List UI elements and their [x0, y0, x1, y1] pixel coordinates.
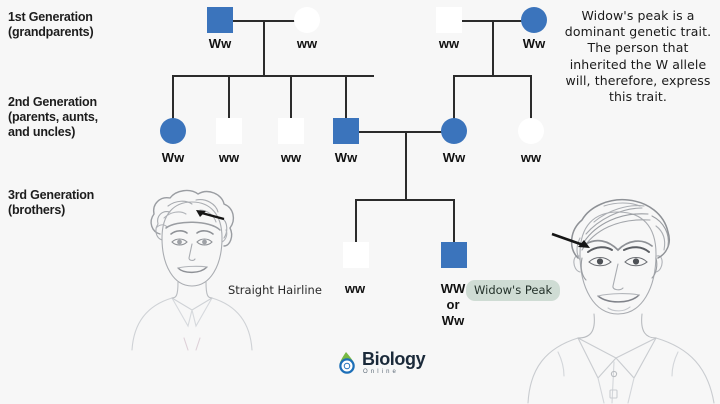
biology-online-logo: Biology Online — [336, 349, 426, 375]
straight-hairline-arrow — [196, 210, 225, 221]
sibling-stem-g3-p1 — [355, 199, 357, 243]
biology-online-logo-wordmark: Biology Online — [362, 349, 426, 375]
generation-1-label: 1st Generation (grandparents) — [8, 10, 94, 40]
sibling-stem-g2-p5 — [453, 75, 455, 119]
sibling-stem-g2-p3 — [290, 75, 292, 119]
pedigree-symbol-g1-p4[interactable] — [521, 7, 547, 33]
genotype-label-g2-p4: Ww — [334, 150, 358, 165]
generation-2-label: 2nd Generation (parents, aunts, and uncl… — [8, 95, 98, 140]
genotype-label-g1-p1: Ww — [208, 36, 232, 51]
generation-1-label-line2: (grandparents) — [8, 25, 94, 39]
biology-online-logo-mark — [339, 351, 355, 374]
widows-peak-note: Widow's peak is a dominant genetic trait… — [564, 8, 712, 105]
genotype-label-g1-p2: ww — [296, 36, 318, 51]
genotype-label-g2-p2: ww — [218, 150, 240, 165]
sibling-stem-g2-p4 — [345, 75, 347, 119]
pedigree-symbol-g2-p1[interactable] — [160, 118, 186, 144]
generation-3-label-line2: (brothers) — [8, 203, 66, 217]
genotype-label-g3-p1: ww — [344, 281, 366, 296]
sibling-stem-g2-p6 — [530, 75, 532, 119]
genotype-label-g1-p4: Ww — [522, 36, 546, 51]
logo-title: Biology — [362, 349, 426, 369]
pedigree-symbol-g1-p2[interactable] — [294, 7, 320, 33]
genotype-label-g2-p3: ww — [280, 150, 302, 165]
generation-2-label-line3: and uncles) — [8, 125, 76, 139]
pedigree-symbol-g2-p3[interactable] — [278, 118, 304, 144]
genotype-label-g1-p3: ww — [438, 36, 460, 51]
genotype-label-g3-p2-line3: Ww — [441, 313, 465, 328]
generation-3-label-line1: 3rd Generation — [8, 188, 95, 202]
portrait-widows-peak-svg — [527, 198, 715, 404]
pedigree-symbol-g2-p4[interactable] — [333, 118, 359, 144]
genotype-label-g2-p5: Ww — [442, 150, 466, 165]
pedigree-symbol-g2-p5[interactable] — [441, 118, 467, 144]
portrait-straight-hairline — [126, 186, 258, 356]
sibling-stem-g2-p1 — [172, 75, 174, 119]
widows-peak-arrow — [551, 232, 590, 248]
genotype-label-g3-p2-line2: or — [446, 297, 460, 312]
generation-2-label-line2: (parents, aunts, — [8, 110, 98, 124]
genotype-label-g2-p6: ww — [520, 150, 542, 165]
portrait-widows-peak — [524, 192, 720, 404]
descent-line-couple-1 — [263, 20, 265, 76]
generation-3-label: 3rd Generation (brothers) — [8, 188, 94, 218]
sibship-bar-generation-3 — [355, 199, 455, 201]
genotype-label-g3-p2: WW or Ww — [430, 281, 476, 329]
pedigree-symbol-g2-p2[interactable] — [216, 118, 242, 144]
pedigree-symbol-g1-p3[interactable] — [436, 7, 462, 33]
pedigree-symbol-g3-p1[interactable] — [343, 242, 369, 268]
logo-subtitle: Online — [363, 369, 399, 375]
pedigree-symbol-g3-p2[interactable] — [441, 242, 467, 268]
sibship-bar-family-1 — [172, 75, 374, 77]
pedigree-symbol-g1-p1[interactable] — [207, 7, 233, 33]
descent-line-couple-2 — [492, 20, 494, 76]
straight-hairline-caption: Straight Hairline — [228, 283, 322, 297]
portrait-straight-hairline-svg — [131, 189, 253, 351]
genotype-label-g2-p1: Ww — [161, 150, 185, 165]
sibling-stem-g3-p2 — [453, 199, 455, 243]
descent-line-generation-2-couple — [405, 131, 407, 200]
generation-1-label-line1: 1st Generation — [8, 10, 93, 24]
pedigree-symbol-g2-p6[interactable] — [518, 118, 544, 144]
generation-2-label-line1: 2nd Generation — [8, 95, 97, 109]
widows-peak-caption: Widow's Peak — [466, 280, 561, 301]
sibling-stem-g2-p2 — [228, 75, 230, 119]
sibship-bar-family-2 — [453, 75, 532, 77]
genotype-label-g3-p2-line1: WW — [440, 281, 466, 296]
